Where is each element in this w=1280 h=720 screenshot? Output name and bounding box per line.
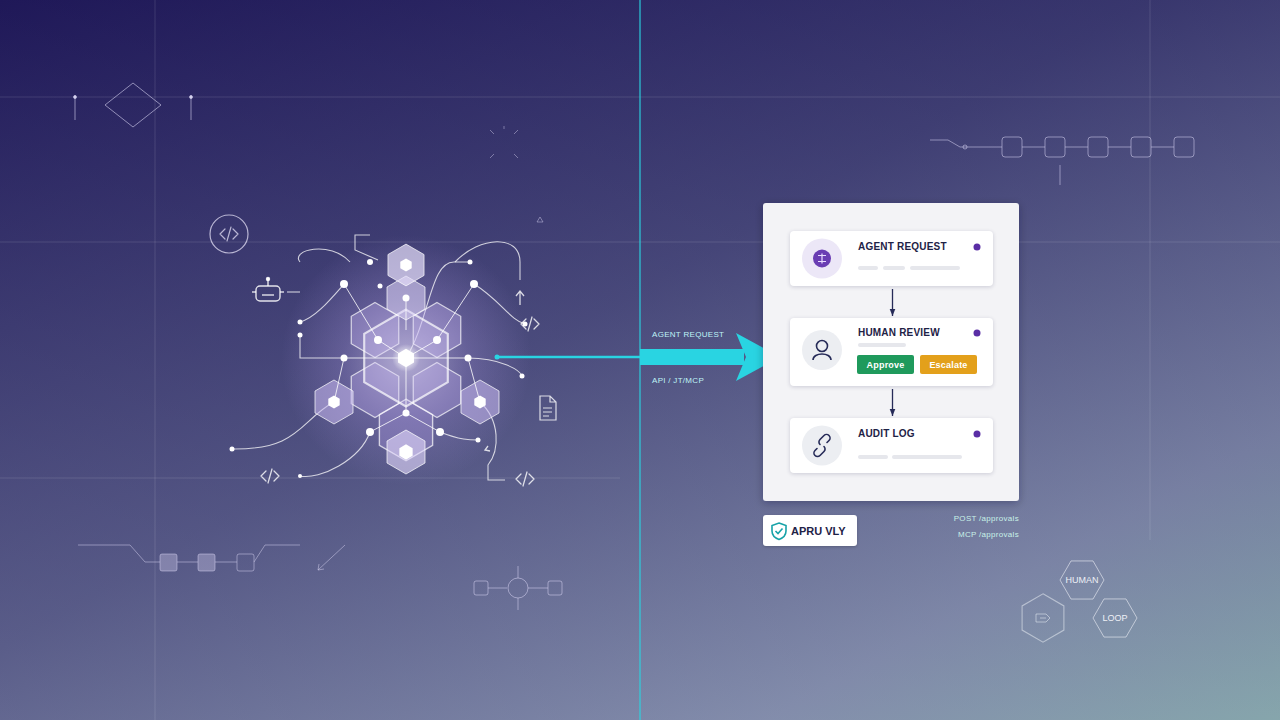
arrow-label: API / JT/MCP — [652, 376, 704, 385]
tag-label: LOOP — [1102, 613, 1127, 623]
card-icon — [790, 418, 993, 473]
button-label: Escalate — [929, 360, 967, 370]
hexagon-tag: HUMAN — [1058, 557, 1106, 603]
brand-badge: APRU VLY — [763, 515, 857, 546]
endpoint-label: POST /approvals — [954, 514, 1019, 523]
button-label: Approve — [867, 360, 905, 370]
review-card: Approve Escalate HUMAN REVIEW — [790, 318, 993, 386]
node-title: HUMAN REVIEW — [858, 327, 940, 338]
shield-icon — [763, 515, 793, 546]
node-title: AUDIT LOG — [858, 428, 915, 439]
node-title: APRU VLY — [791, 525, 846, 537]
audit-card: AUDIT LOG — [790, 418, 993, 473]
endpoint-label: MCP /approvals — [958, 530, 1019, 539]
tag-label: HUMAN — [1066, 575, 1099, 585]
arrow-label: AGENT REQUEST — [652, 330, 724, 339]
escalate-button: Escalate — [920, 355, 977, 374]
flow-arrow — [892, 289, 893, 316]
flow-arrow — [892, 389, 893, 416]
request-card: AGENT REQUEST — [790, 231, 993, 286]
card-icon — [790, 231, 993, 286]
approve-button: Approve — [857, 355, 914, 374]
hexagon-tag: LOOP — [1091, 595, 1139, 641]
node-title: AGENT REQUEST — [858, 241, 947, 252]
